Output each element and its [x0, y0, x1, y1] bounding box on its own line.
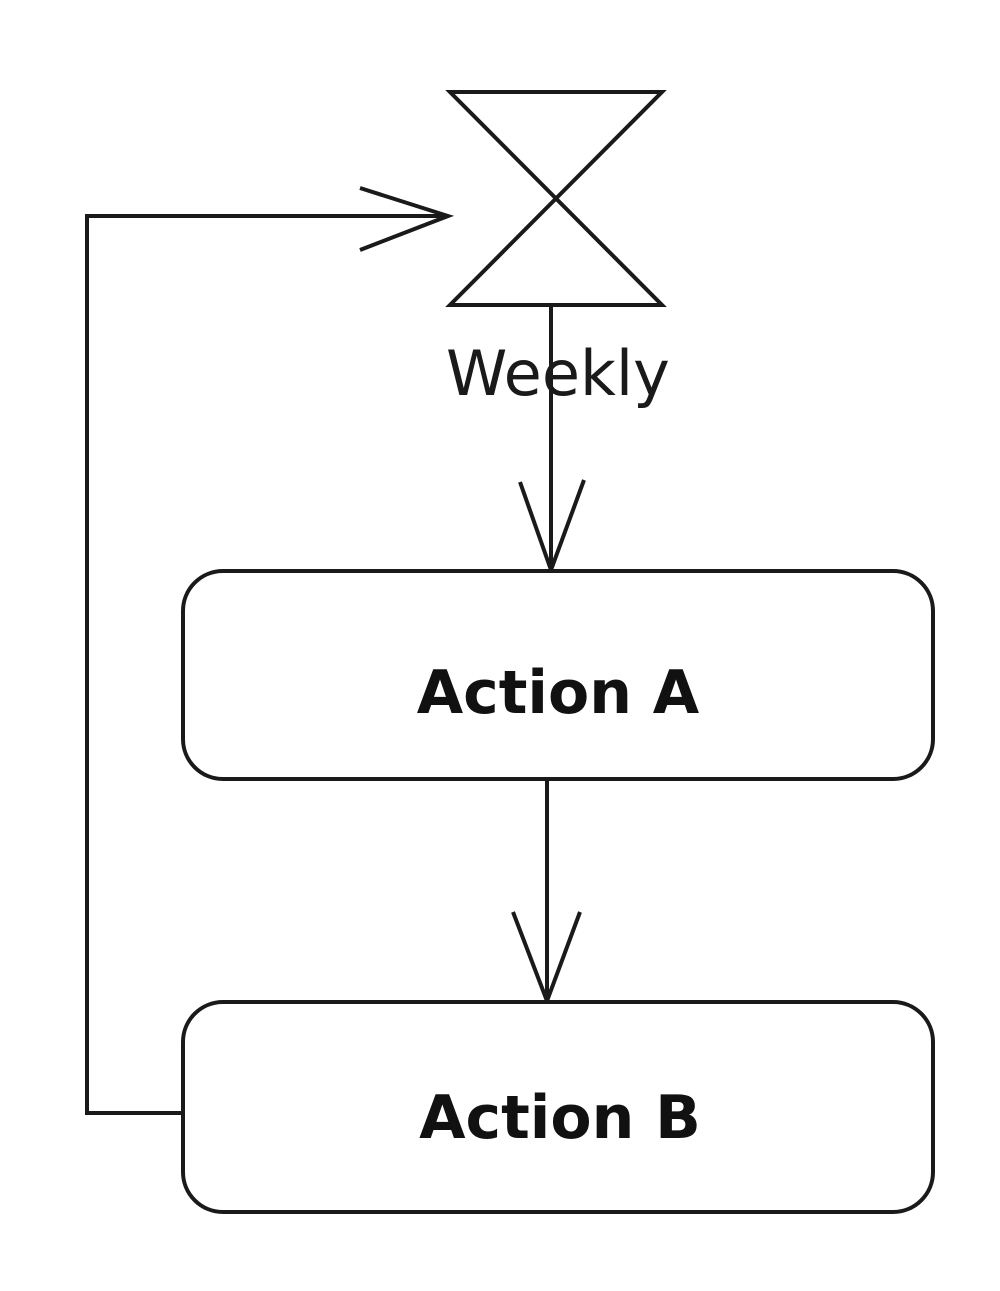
action-a-label: Action A — [417, 658, 700, 728]
action-b-label: Action B — [419, 1083, 701, 1153]
action-node-b[interactable]: Action B — [181, 1000, 935, 1214]
time-event-hourglass-icon — [445, 90, 667, 307]
action-node-a[interactable]: Action A — [181, 569, 935, 781]
time-event-label: Weekly — [446, 337, 670, 410]
action-a-box — [181, 569, 935, 781]
loop-back-arrowhead — [359, 186, 455, 252]
loop-back-flow-line — [85, 214, 448, 1115]
action-b-box — [181, 1000, 935, 1214]
